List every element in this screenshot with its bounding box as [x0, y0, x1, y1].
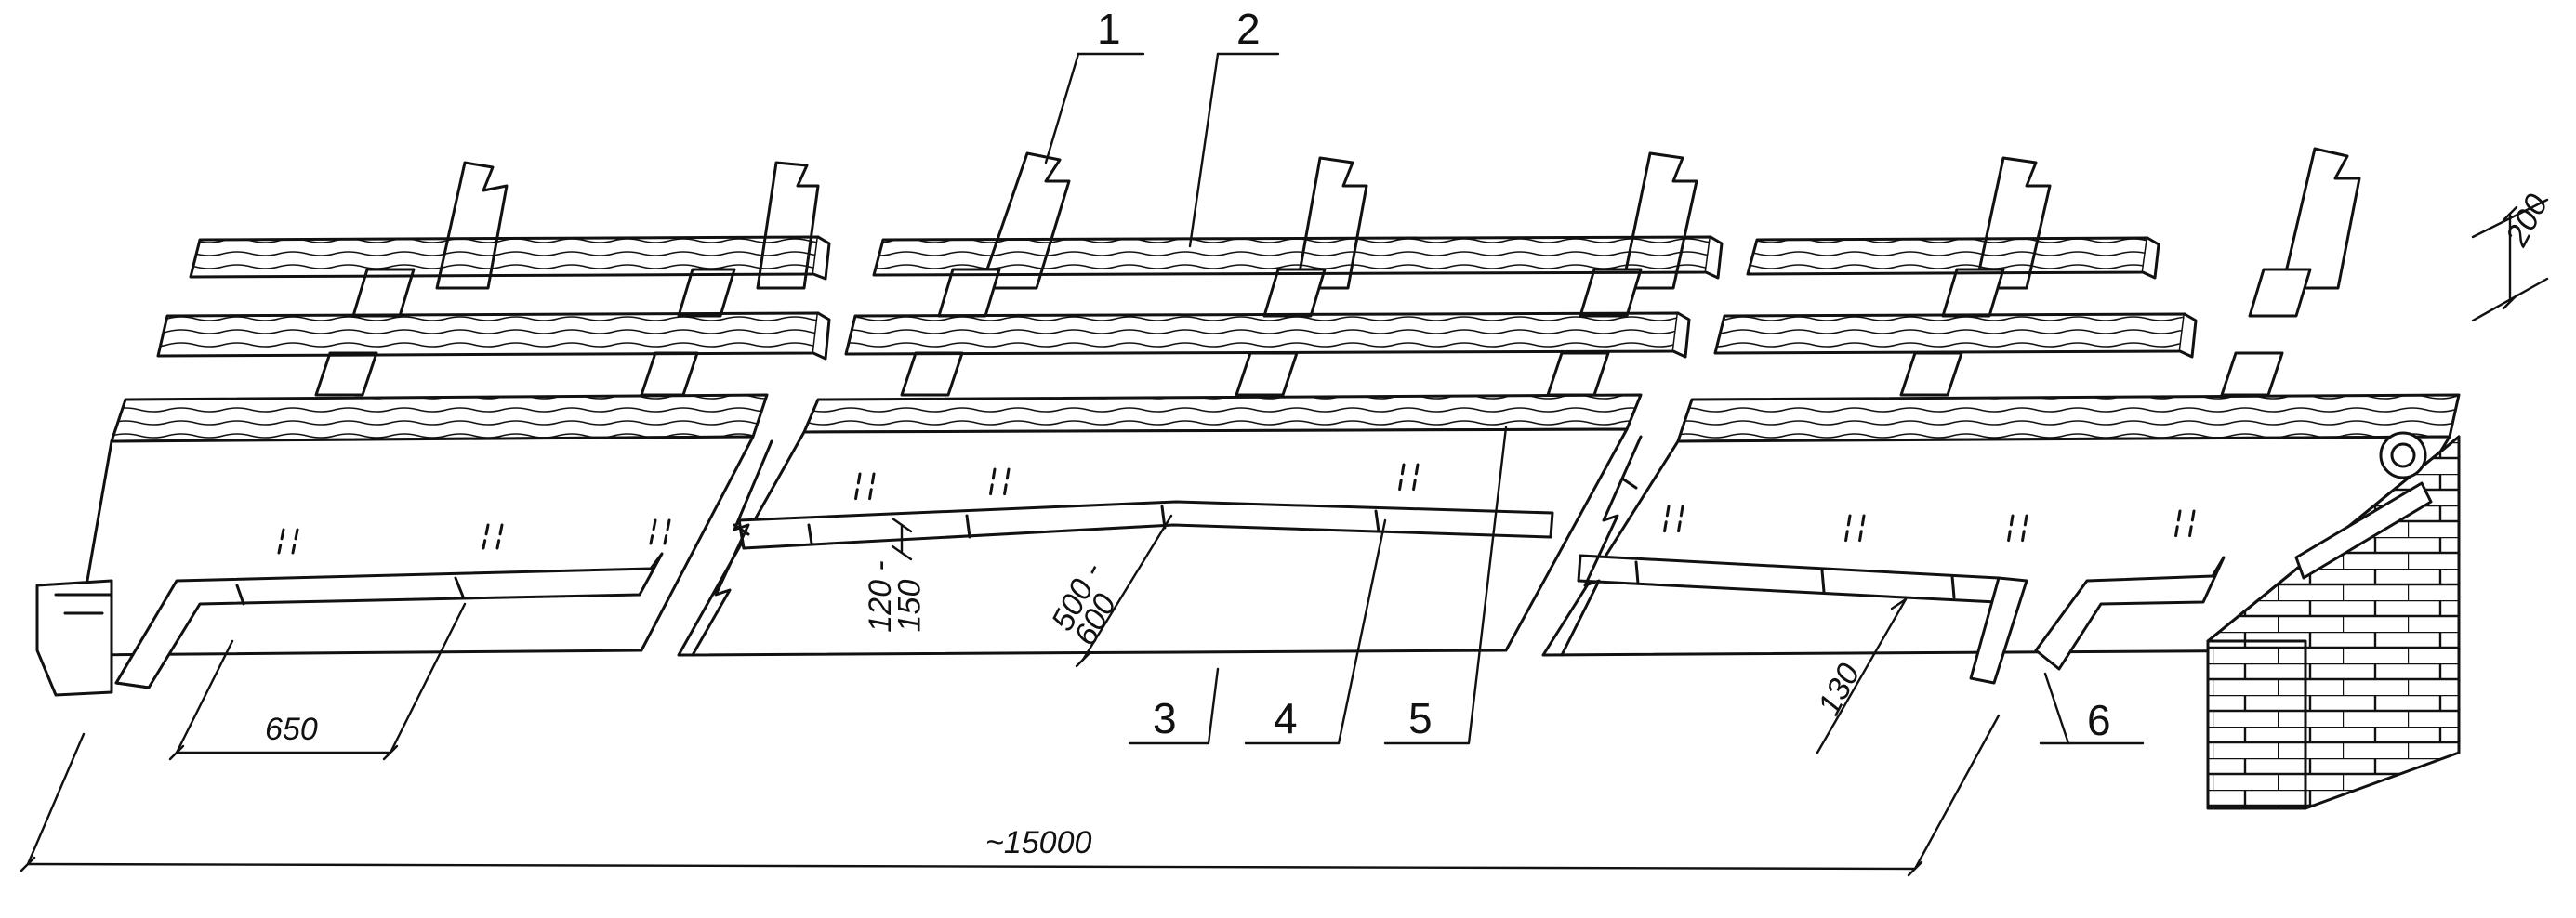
- gutter-right: [1577, 554, 2028, 685]
- battens-lower: [156, 311, 2198, 361]
- hook-brackets: [277, 463, 2196, 555]
- dimension-650: 650: [265, 712, 318, 747]
- callout-3: 3: [1153, 694, 1177, 742]
- callout-6: 6: [2087, 696, 2111, 744]
- leader-lines: [1044, 52, 2145, 745]
- callout-5: 5: [1408, 694, 1433, 742]
- rafter-legs: [314, 268, 2312, 397]
- break-lines: [691, 435, 1643, 657]
- dimension-total-length: ~15000: [985, 825, 1092, 860]
- callout-4: 4: [1274, 694, 1298, 742]
- battens-upper: [189, 235, 2160, 281]
- gutter-end-right: [2034, 556, 2226, 671]
- eave-boards: [110, 393, 2461, 443]
- left-end-wall: [35, 579, 113, 697]
- dimension-gutter-depth-bottom: 150: [892, 579, 928, 633]
- brick-wall: [2206, 431, 2461, 810]
- gutter-middle: [737, 500, 1554, 550]
- callout-2: 2: [1236, 5, 1261, 53]
- dimension-lines: [20, 198, 2549, 877]
- gutter-left: [114, 552, 664, 689]
- roof-panels: [73, 427, 2451, 657]
- callout-1: 1: [1097, 5, 1121, 53]
